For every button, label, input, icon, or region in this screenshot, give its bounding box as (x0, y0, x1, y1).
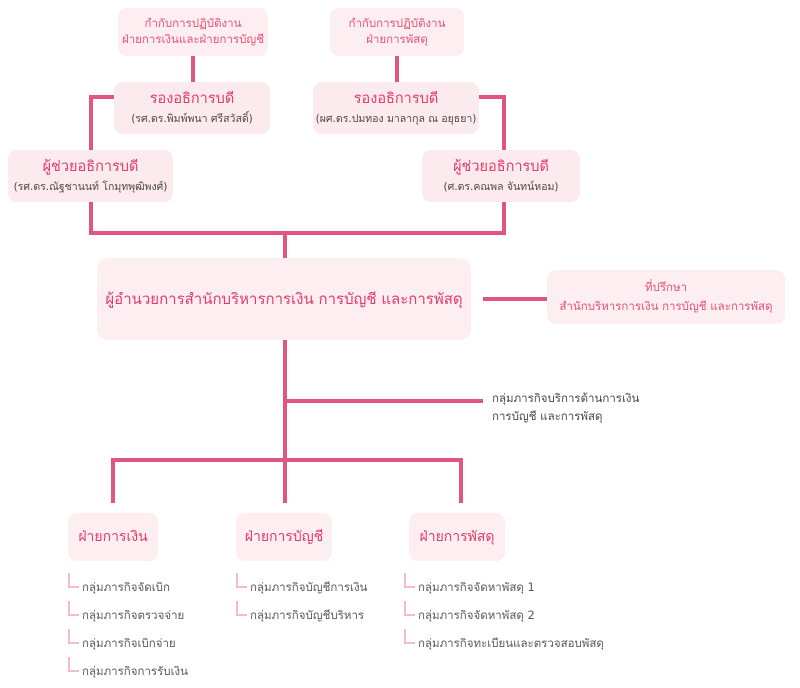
connector-vice-left-vertical (89, 95, 93, 150)
department-box-accounting: ฝ่ายการบัญชี (236, 513, 332, 561)
elbow-icon (404, 601, 415, 616)
director-box: ผู้อำนวยการสำนักบริหารการเงิน การบัญชี แ… (97, 258, 471, 340)
department-box-finance: ฝ่ายการเงิน (68, 513, 158, 561)
unit-item: กลุ่มภารกิจทะเบียนและตรวจสอบพัสดุ (418, 636, 604, 650)
department-title: ฝ่ายการพัสดุ (419, 528, 495, 545)
unit-item: กลุ่มภารกิจบัญชีการเงิน (250, 580, 368, 594)
connector-supervision-left (191, 56, 195, 82)
vice-rector-name: (รศ.ดร.พิมพ์พนา ศรีสวัสดิ์) (131, 112, 253, 125)
director-title: ผู้อำนวยการสำนักบริหารการเงิน การบัญชี แ… (105, 289, 463, 308)
service-group-line1: กลุ่มภารกิจบริการด้านการเงิน (492, 391, 640, 405)
connector-drop-accounting (283, 458, 287, 503)
connector-department-bar (111, 458, 363, 462)
connector-vice-left-horizontal (89, 95, 116, 99)
unit-item: กลุ่มภารกิจจัดเบิก (82, 580, 170, 594)
service-group-label: กลุ่มภารกิจบริการด้านการเงิน การบัญชี แล… (492, 390, 639, 426)
department-title: ฝ่ายการบัญชี (244, 528, 324, 545)
elbow-icon (404, 629, 415, 644)
department-title: ฝ่ายการเงิน (78, 528, 148, 545)
assistant-rector-box-right: ผู้ช่วยอธิการบดี (ศ.ดร.คณพล จันทน์หอม) (422, 150, 580, 202)
supervision-box-finance-accounting: กำกับการปฏิบัติงาน ฝ่ายการเงินและฝ่ายการ… (118, 8, 268, 56)
assistant-rector-title: ผู้ช่วยอธิการบดี (42, 159, 139, 176)
unit-item: กลุ่มภารกิจตรวจจ่าย (82, 608, 185, 622)
assistant-rector-box-left: ผู้ช่วยอธิการบดี (รศ.ดร.ณัฐชานนท์ โกมุทพ… (8, 150, 173, 202)
assistant-rector-name: (รศ.ดร.ณัฐชานนท์ โกมุทพุฒิพงศ์) (13, 180, 168, 193)
connector-drop-finance (111, 458, 115, 503)
connector-vice-right-horizontal (477, 95, 506, 99)
elbow-icon (68, 657, 79, 672)
vice-rector-name: (ผศ.ดร.ปมทอง มาลากุล ณ อยุธยา) (315, 112, 477, 125)
unit-item: กลุ่มภารกิจบัญชีบริหาร (250, 608, 365, 622)
supervision-box-procurement: กำกับการปฏิบัติงาน ฝ่ายการพัสดุ (330, 8, 464, 56)
supervision-line1: กำกับการปฏิบัติงาน (348, 16, 446, 31)
connector-asst-right-drop (502, 202, 506, 235)
advisor-line2: สำนักบริหารการเงิน การบัญชี และการพัสดุ (559, 298, 773, 313)
vice-rector-title: รองอธิการบดี (353, 91, 439, 108)
connector-drop-procurement (459, 458, 463, 503)
unit-item: กลุ่มภารกิจการรับเงิน (82, 664, 188, 678)
elbow-icon (404, 573, 415, 588)
advisor-line1: ที่ปรึกษา (644, 279, 688, 294)
connector-advisor (483, 297, 547, 301)
unit-item: กลุ่มภารกิจจัดหาพัสดุ 2 (418, 608, 535, 622)
department-box-procurement: ฝ่ายการพัสดุ (409, 513, 505, 561)
vice-rector-title: รองอธิการบดี (149, 91, 235, 108)
connector-asst-left-drop (89, 202, 93, 235)
elbow-icon (68, 629, 79, 644)
connector-asst-join-bar (89, 231, 506, 235)
advisor-box: ที่ปรึกษา สำนักบริหารการเงิน การบัญชี แล… (547, 270, 785, 324)
assistant-rector-name: (ศ.ดร.คณพล จันทน์หอม) (443, 180, 559, 193)
connector-trunk-main (283, 340, 287, 500)
connector-supervision-right (395, 56, 399, 82)
supervision-line1: กำกับการปฏิบัติงาน (144, 16, 242, 31)
connector-vice-right-vertical (502, 95, 506, 150)
connector-service-group (283, 399, 483, 403)
supervision-line2: ฝ่ายการเงินและฝ่ายการบัญชี (121, 32, 264, 46)
connector-department-bar-right (283, 458, 463, 462)
elbow-icon (68, 573, 79, 588)
connector-director-feed (283, 231, 287, 258)
assistant-rector-title: ผู้ช่วยอธิการบดี (453, 159, 549, 176)
vice-rector-box-left: รองอธิการบดี (รศ.ดร.พิมพ์พนา ศรีสวัสดิ์) (114, 82, 270, 134)
supervision-line2: ฝ่ายการพัสดุ (366, 32, 428, 46)
vice-rector-box-right: รองอธิการบดี (ผศ.ดร.ปมทอง มาลากุล ณ อยุธ… (313, 82, 479, 134)
elbow-icon (236, 573, 247, 588)
elbow-icon (236, 601, 247, 616)
elbow-icon (68, 601, 79, 616)
unit-item: กลุ่มภารกิจจัดหาพัสดุ 1 (418, 580, 535, 594)
service-group-line2: การบัญชี และการพัสดุ (492, 408, 603, 423)
unit-item: กลุ่มภารกิจเบิกจ่าย (82, 636, 176, 650)
